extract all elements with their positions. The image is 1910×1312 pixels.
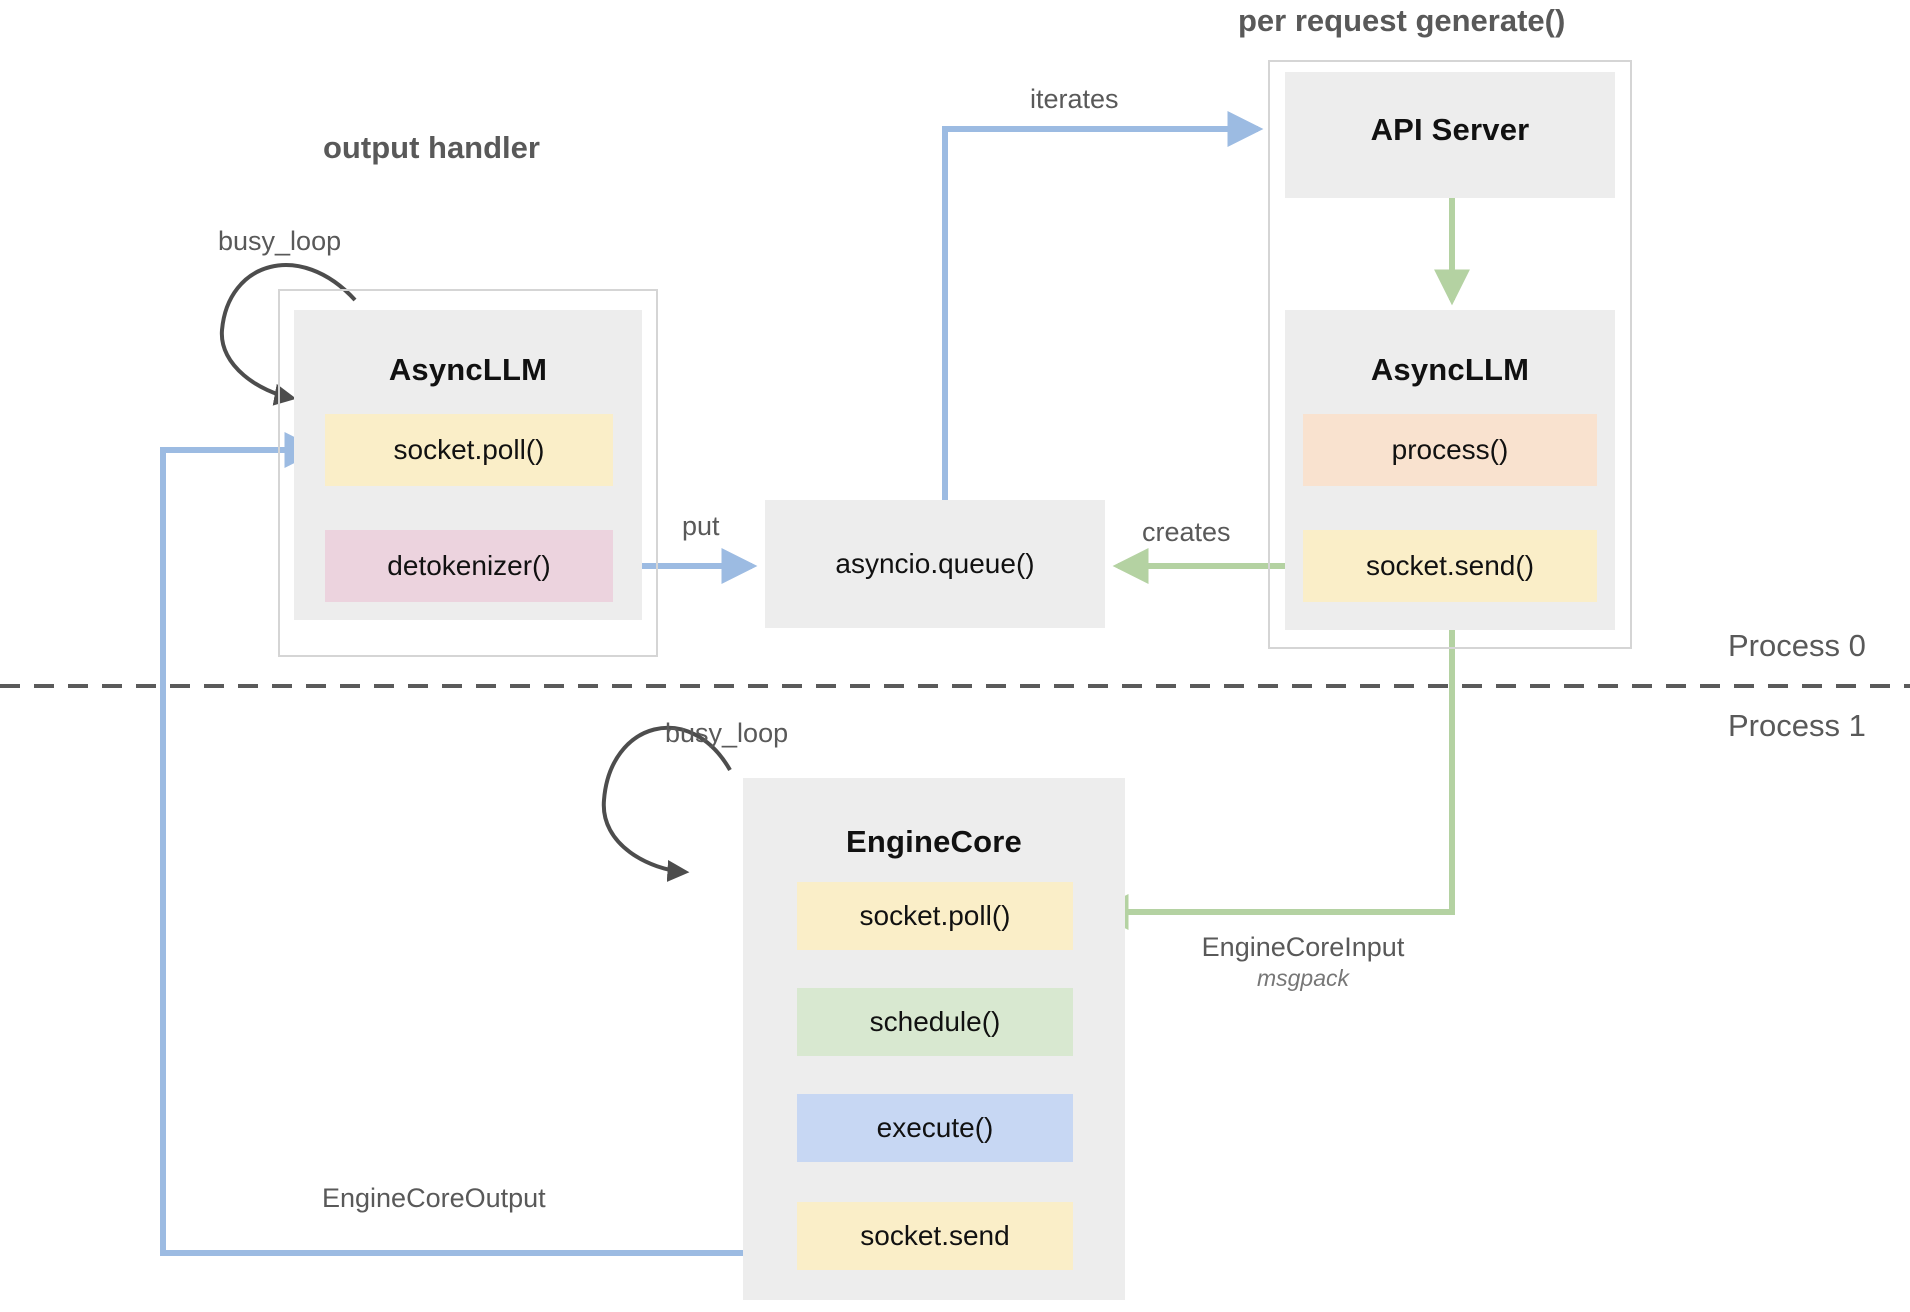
- engine-core-input-label: EngineCoreInput msgpack: [1178, 932, 1428, 992]
- process-0-label: Process 0: [1728, 628, 1866, 663]
- chip-socket-poll-output-handler[interactable]: socket.poll(): [325, 414, 613, 486]
- output-handler-title: output handler: [323, 130, 540, 165]
- engine-core-title: EngineCore: [846, 824, 1022, 859]
- busy-loop-label-enginecore: busy_loop: [665, 718, 789, 748]
- engine-core-input-format: msgpack: [1256, 965, 1350, 991]
- asyncio-queue-box[interactable]: asyncio.queue(): [765, 500, 1105, 628]
- busy-loop-label-asyncllm: busy_loop: [218, 226, 342, 256]
- process-1-label: Process 1: [1728, 708, 1866, 743]
- chip-execute[interactable]: execute(): [797, 1094, 1073, 1162]
- iterates-arrow: [942, 111, 1264, 500]
- per-request-frame: [1268, 60, 1632, 649]
- asyncllm-output-handler-title: AsyncLLM: [388, 352, 548, 387]
- api-server-box[interactable]: API Server: [1285, 72, 1615, 198]
- per-request-generate-title: per request generate(): [1238, 3, 1566, 38]
- chip-socket-send-asyncllm[interactable]: socket.send(): [1303, 530, 1597, 602]
- engine-core-output-label: EngineCoreOutput: [322, 1183, 546, 1213]
- iterates-label: iterates: [1030, 84, 1119, 114]
- chip-label: execute(): [876, 1112, 994, 1143]
- chip-socket-poll-enginecore[interactable]: socket.poll(): [797, 882, 1073, 950]
- chip-label: socket.poll(): [393, 434, 545, 465]
- busy-loop-arrow-enginecore: [601, 725, 732, 882]
- creates-label: creates: [1142, 517, 1231, 547]
- chip-label: socket.send: [860, 1220, 1010, 1251]
- chip-label: process(): [1391, 434, 1509, 465]
- chip-socket-send-enginecore[interactable]: socket.send: [797, 1202, 1073, 1270]
- output-handler-frame: [278, 289, 658, 657]
- chip-label: schedule(): [869, 1006, 1001, 1037]
- put-label: put: [682, 511, 720, 541]
- asyncllm-per-request-title: AsyncLLM: [1370, 352, 1530, 387]
- chip-label: socket.poll(): [859, 900, 1011, 931]
- chip-process[interactable]: process(): [1303, 414, 1597, 486]
- api-server-title: API Server: [1370, 112, 1530, 147]
- chip-schedule[interactable]: schedule(): [797, 988, 1073, 1056]
- chip-label: socket.send(): [1365, 550, 1535, 581]
- engine-core-input-text: EngineCoreInput: [1201, 932, 1405, 962]
- chip-label: detokenizer(): [387, 550, 551, 581]
- chip-detokenizer[interactable]: detokenizer(): [325, 530, 613, 602]
- asyncio-queue-label: asyncio.queue(): [835, 548, 1035, 579]
